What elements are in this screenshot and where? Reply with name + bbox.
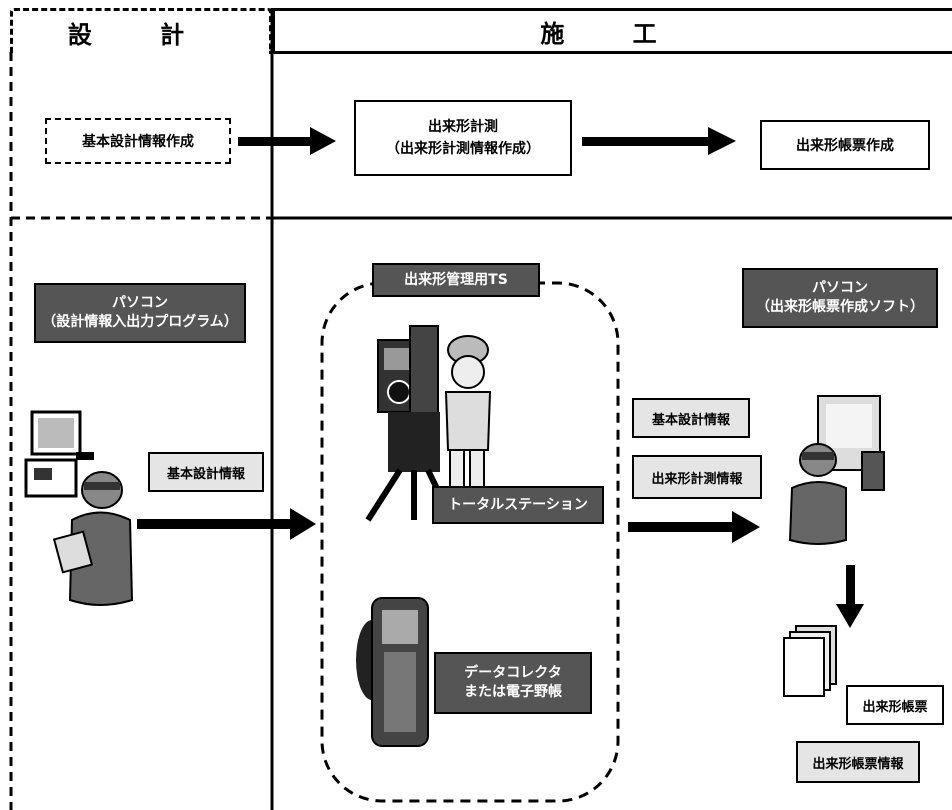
total-station-label: トータルステーション xyxy=(432,486,604,524)
right-pc-label: パソコン （出来形帳票作成ソフト） xyxy=(742,268,938,328)
measurement-line2: （出来形計測情報作成） xyxy=(386,138,540,160)
basic-design-info-creation-label: 基本設計情報作成 xyxy=(82,131,194,151)
mid-measurement-info-label: 出来形計測情報 xyxy=(632,455,762,499)
data-collector-icon xyxy=(356,598,428,746)
ledger-creation-label: 出来形帳票作成 xyxy=(796,135,894,155)
ts-group-label: 出来形管理用TS xyxy=(372,263,540,297)
basic-design-info-creation-box: 基本設計情報作成 xyxy=(45,118,231,164)
measurement-line1: 出来形計測 xyxy=(428,116,498,138)
design-header: 設 計 xyxy=(10,8,272,54)
arrow-ts-to-pc xyxy=(628,511,760,543)
data-collector-line1: データコレクタ xyxy=(464,664,561,683)
arrow-measure-to-ledger xyxy=(582,127,736,155)
measurement-box: 出来形計測 （出来形計測情報作成） xyxy=(354,100,572,176)
surveyor-icon xyxy=(446,336,490,488)
left-pc-label: パソコン （設計情報入出力プログラム） xyxy=(34,283,246,343)
right-computer-icon xyxy=(818,396,884,490)
right-pc-line2: （出来形帳票作成ソフト） xyxy=(756,298,924,317)
left-pc-line2: （設計情報入出力プログラム） xyxy=(42,313,238,332)
arrow-design-to-measure xyxy=(238,127,336,155)
data-collector-label: データコレクタ または電子野帳 xyxy=(434,652,592,714)
ledger-doc-label: 出来形帳票 xyxy=(846,685,944,725)
arrow-left-to-ts xyxy=(137,508,316,540)
left-basic-design-info-label: 基本設計情報 xyxy=(148,452,264,492)
data-collector-line2: または電子野帳 xyxy=(464,683,562,702)
right-pc-line1: パソコン xyxy=(812,279,868,298)
ledger-documents-icon xyxy=(784,626,836,696)
left-pc-line1: パソコン xyxy=(112,294,168,313)
mid-basic-design-info-label: 基本設計情報 xyxy=(632,398,750,438)
arrow-pc-to-ledger xyxy=(836,565,864,628)
ledger-creation-box: 出来形帳票作成 xyxy=(760,120,930,170)
construction-header: 施 工 xyxy=(272,8,952,54)
ledger-info-label: 出来形帳票情報 xyxy=(796,741,920,783)
ledger-doc-text: 出来形帳票 xyxy=(862,696,927,715)
